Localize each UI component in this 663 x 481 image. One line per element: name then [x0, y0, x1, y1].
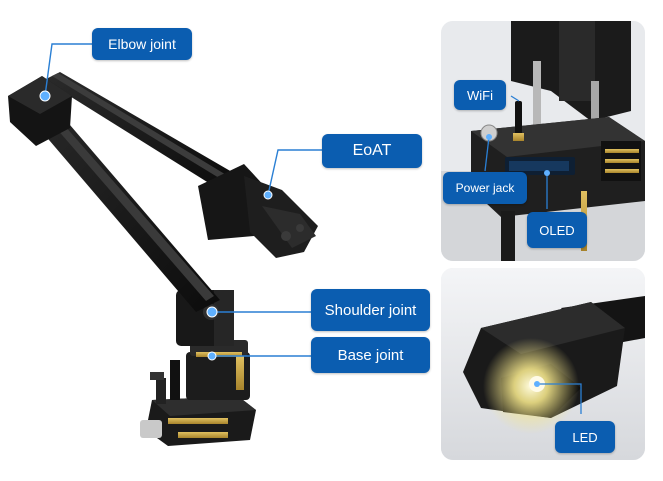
led-label: LED — [555, 421, 615, 453]
oled-label: OLED — [527, 212, 587, 248]
elbow-joint-label: Elbow joint — [92, 28, 192, 60]
shoulder-joint-label: Shoulder joint — [311, 289, 430, 331]
led-leader-line — [537, 383, 582, 414]
leader-lines-left — [44, 43, 322, 357]
wifi-leader-line — [510, 95, 520, 102]
eoat-leader-line — [267, 149, 322, 196]
shoulder-marker-icon — [206, 306, 218, 318]
eoat-marker-icon — [263, 190, 273, 200]
base-servo — [170, 340, 250, 400]
elbow-marker-icon — [39, 90, 51, 102]
elbow-leader-line — [44, 43, 92, 97]
joint-markers — [39, 90, 273, 361]
base-board — [140, 372, 256, 446]
base-joint-label: Base joint — [311, 337, 430, 373]
upper-arm — [44, 72, 232, 190]
power-jack-label: Power jack — [443, 172, 527, 204]
eoat-label: EoAT — [322, 134, 422, 168]
lower-arm — [20, 90, 220, 312]
oled-marker-icon — [544, 170, 550, 176]
wifi-label: WiFi — [454, 80, 506, 110]
led-marker-icon — [534, 381, 540, 387]
power-jack-marker-icon — [486, 134, 492, 140]
base-marker-icon — [207, 351, 217, 361]
power-jack-leader-line — [484, 136, 490, 172]
eoat-gripper — [198, 164, 318, 258]
